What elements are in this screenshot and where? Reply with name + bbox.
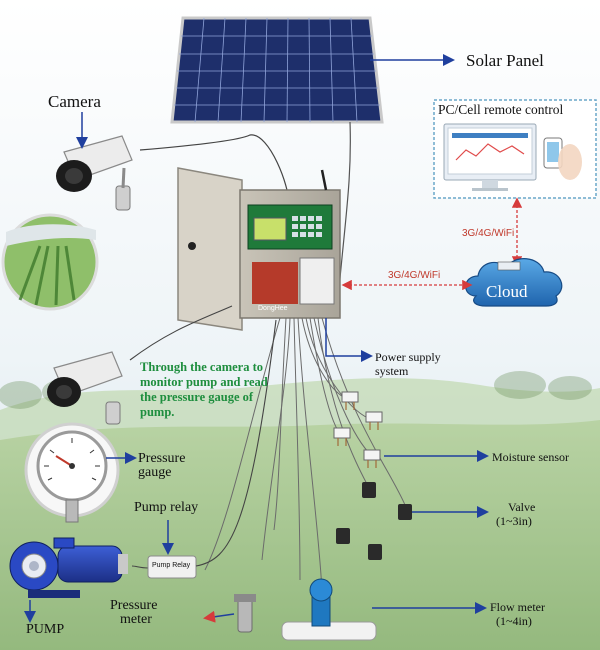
flow-meter-label-1: Flow meter [490, 600, 545, 614]
pressure-meter-label-2: meter [120, 612, 152, 627]
pump-relay-device [147, 555, 197, 579]
solar-panel-label: Solar Panel [466, 51, 544, 70]
camera-label: Camera [48, 92, 101, 111]
flow-meter-icon [281, 578, 377, 641]
pressure-meter-pointer [203, 610, 235, 623]
control-box-door [177, 167, 243, 331]
cable-bundle [204, 317, 406, 591]
moisture-sensors [333, 391, 383, 461]
camera-lower [47, 351, 123, 425]
lcd-screen [253, 217, 287, 241]
pressure-gauge-icon [24, 422, 120, 523]
pump-relay-label: Pump relay [134, 500, 199, 515]
pressure-gauge-label-2: gauge [138, 465, 172, 480]
camera-wire-lower [129, 305, 233, 361]
solar-panel [170, 16, 384, 124]
valve-label-1: Valve [508, 500, 536, 514]
pc-remote-label: PC/Cell remote control [438, 102, 564, 117]
power-supply-pointer [325, 318, 373, 362]
pressure-gauge-label-1: Pressure [138, 451, 186, 466]
power-supply-label-1: Power supply [375, 350, 441, 364]
field-photo [1, 213, 99, 311]
pc-remote-control [433, 99, 597, 199]
camera-note: Through the camera to monitor pump and r… [140, 360, 268, 419]
valve-label-2: (1~3in) [496, 514, 532, 528]
cloud-label: Cloud [486, 282, 528, 301]
relay-module [252, 262, 298, 304]
moisture-sensor-label: Moisture sensor [492, 450, 569, 464]
valves [336, 482, 412, 560]
pump-label: PUMP [26, 622, 65, 637]
camera-wire-top [139, 134, 289, 201]
control-box [177, 167, 341, 331]
pressure-meter-label-1: Pressure [110, 598, 158, 613]
wifi-label-vertical: 3G/4G/WiFi [462, 228, 515, 239]
wifi-label-horizontal: 3G/4G/WiFi [388, 270, 441, 281]
hand [558, 144, 582, 180]
power-supply-label-2: system [375, 364, 409, 378]
water-pump-icon [9, 537, 128, 598]
server-icon [497, 261, 521, 271]
cloud-icon [465, 258, 563, 307]
pump-relay-tag: Pump Relay [152, 562, 191, 569]
pressure-meter-icon [234, 594, 256, 633]
power-module [299, 257, 335, 305]
sensor-probes [337, 402, 379, 468]
antenna [320, 169, 328, 191]
camera-top [56, 135, 133, 211]
brand-label: DongHee [258, 305, 288, 312]
flow-meter-label-2: (1~4in) [496, 614, 532, 628]
